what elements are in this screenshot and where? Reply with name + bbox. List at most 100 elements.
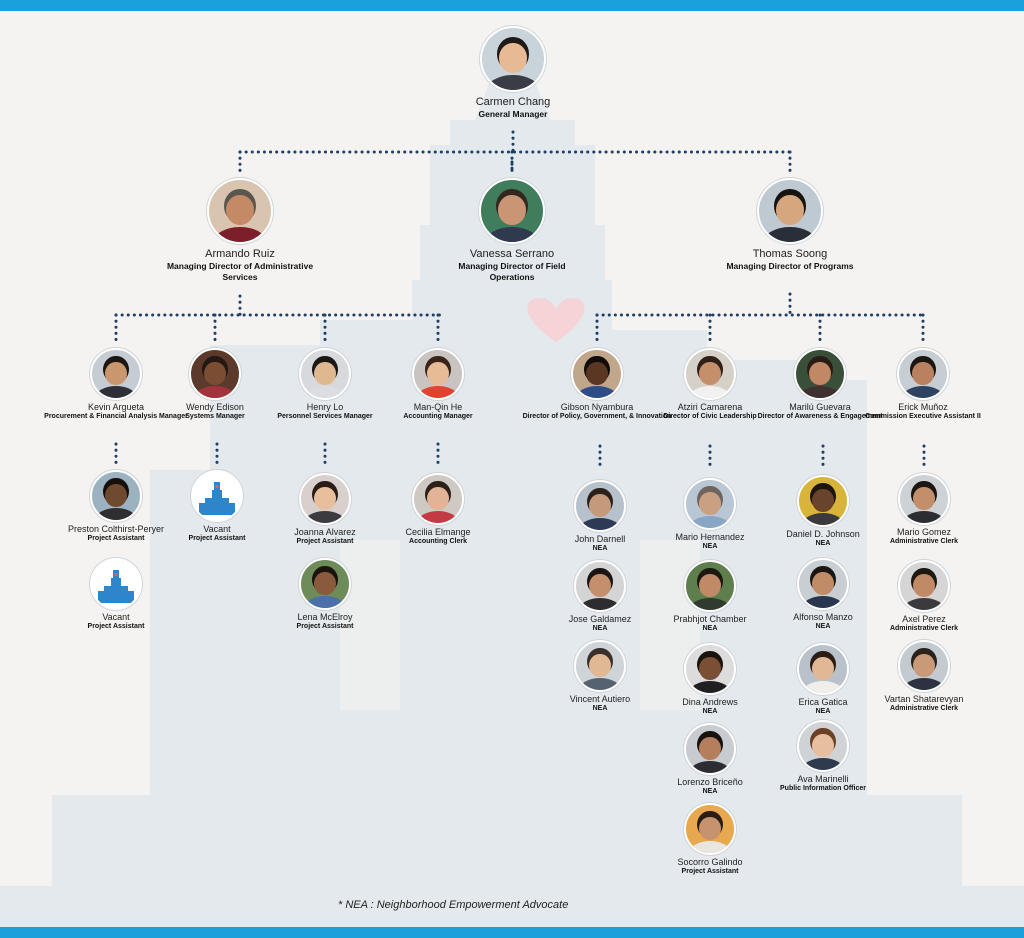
person-title: Managing Director of Programs: [726, 261, 854, 271]
avatar: [299, 348, 351, 400]
person-name: Erick Muñoz: [898, 402, 948, 412]
avatar-head: [812, 656, 834, 680]
avatar: [684, 723, 736, 775]
avatar-shoulders: [417, 386, 459, 398]
avatar-head: [699, 573, 721, 597]
avatar: [299, 558, 351, 610]
person-name: Joanna Alvarez: [294, 527, 356, 537]
person-name: Cecilia Elmange: [405, 527, 471, 537]
person-name: Socorro Galindo: [677, 857, 743, 867]
avatar: [412, 473, 464, 525]
person-title: Administrative Clerk: [889, 625, 959, 632]
person-title: Systems Manager: [185, 413, 245, 420]
avatar-head: [913, 573, 935, 597]
person-name: Thomas Soong: [752, 248, 828, 260]
bottom-accent-bar: [0, 927, 1024, 938]
person-title: NEA: [815, 708, 831, 715]
avatar-head: [699, 656, 721, 680]
avatar-shoulders: [579, 678, 621, 690]
avatar: [898, 473, 950, 525]
avatar-head: [586, 361, 608, 385]
avatar-shoulders: [417, 511, 459, 523]
avatar: [757, 178, 823, 244]
person-title: Project Assistant: [188, 535, 246, 542]
person-title: NEA: [815, 623, 831, 630]
person-name: Vartan Shatarevyan: [884, 694, 964, 704]
person-title: Managing Director of Field Operations: [458, 261, 566, 282]
avatar-shoulders: [579, 598, 621, 610]
person-title: Accounting Clerk: [409, 538, 467, 545]
avatar: [571, 348, 623, 400]
avatar: [480, 26, 546, 92]
avatar-shoulders: [95, 386, 137, 398]
avatar-head: [912, 361, 934, 385]
avatar-shoulders: [802, 596, 844, 608]
avatar: [898, 640, 950, 692]
avatar: [574, 640, 626, 692]
avatar: [797, 643, 849, 695]
person-name: Lorenzo Briceño: [677, 777, 743, 787]
avatar-head: [589, 573, 611, 597]
person-name: Vincent Autiero: [569, 694, 631, 704]
person-title: NEA: [702, 543, 718, 550]
avatar-shoulders: [689, 516, 731, 528]
person-title: NEA: [702, 625, 718, 632]
avatar-head: [812, 571, 834, 595]
avatar: [299, 473, 351, 525]
avatar: [412, 348, 464, 400]
avatar-shoulders: [304, 596, 346, 608]
person-title: NEA: [592, 625, 608, 632]
person-name: Mario Hernandez: [675, 532, 745, 542]
avatar-head: [498, 194, 526, 225]
person-title: NEA: [702, 788, 718, 795]
person-name: Dina Andrews: [682, 697, 738, 707]
avatar-shoulders: [689, 386, 731, 398]
avatar-head: [204, 361, 226, 385]
avatar: [574, 480, 626, 532]
person-title: Managing Director of Administrative Serv…: [166, 261, 314, 282]
person-title: Project Assistant: [296, 538, 354, 545]
person-title: Director of Policy, Government, & Innova…: [522, 413, 672, 420]
person-name: Vacant: [203, 524, 231, 534]
avatar-shoulders: [903, 598, 945, 610]
person-name: Wendy Edison: [186, 402, 244, 412]
person-name: Armando Ruiz: [205, 248, 275, 260]
avatar-shoulders: [802, 758, 844, 770]
avatar: [897, 348, 949, 400]
avatar-head: [105, 483, 127, 507]
avatar-shoulders: [903, 511, 945, 523]
avatar-head: [314, 571, 336, 595]
avatar-shoulders: [579, 518, 621, 530]
avatar-head: [812, 488, 834, 512]
avatar-shoulders: [903, 678, 945, 690]
avatar-shoulders: [689, 761, 731, 773]
avatar: [684, 643, 736, 695]
city-hall-icon: [92, 560, 140, 608]
avatar-shoulders: [689, 598, 731, 610]
person-title: Accounting Manager: [403, 413, 473, 420]
avatar-head: [699, 491, 721, 515]
person-name: Lena McElroy: [297, 612, 353, 622]
person-title: Project Assistant: [296, 623, 354, 630]
person-title: Project Assistant: [681, 868, 739, 875]
person-name: Man-Qin He: [413, 402, 463, 412]
person-title: Project Assistant: [87, 535, 145, 542]
person-title: NEA: [702, 708, 718, 715]
top-accent-bar: [0, 0, 1024, 11]
